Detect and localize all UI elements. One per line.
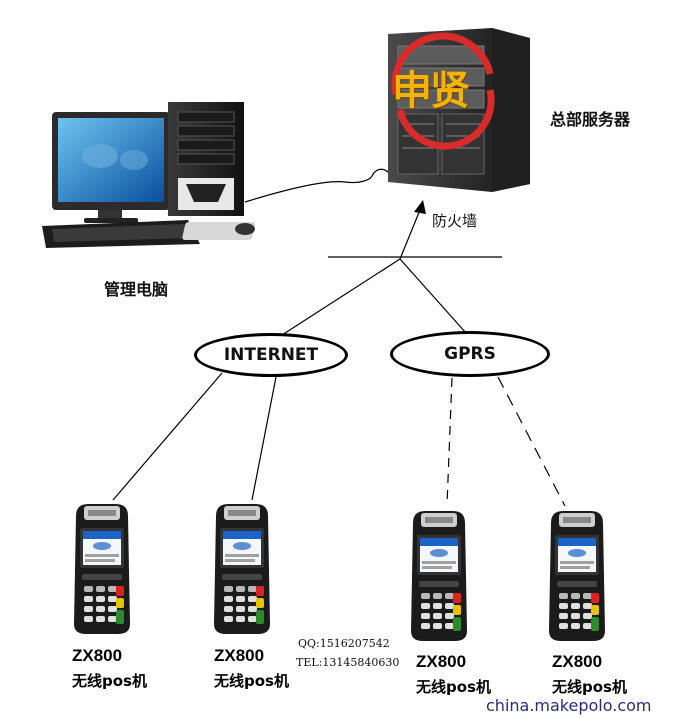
internet-pos2-line: [251, 376, 277, 501]
gprs-pos3-line: [446, 377, 453, 506]
firewall-to-server-line: [399, 209, 421, 260]
pos-device-icon: [210, 500, 274, 642]
admin-pc-label: 管理电脑: [104, 280, 169, 299]
pos-terminal-icon: [74, 504, 130, 634]
contact-tel: TEL:13145840630: [296, 656, 400, 669]
pos-model-3: ZX800: [416, 652, 467, 671]
pos-terminal-icon: [411, 511, 467, 641]
firewall-label: 防火墙: [432, 212, 478, 230]
computer-icon: [42, 102, 256, 248]
junction-internet-line: [281, 258, 401, 336]
pc-server-cable: [244, 168, 393, 203]
watermark: china.makepolo.com: [486, 696, 652, 715]
gprs-label: GPRS: [444, 344, 496, 364]
pos-terminal-3: [407, 507, 471, 649]
contact-qq: QQ:1516207542: [298, 637, 390, 650]
pos-device-icon: [70, 500, 134, 642]
gprs-pos4-line: [497, 376, 566, 507]
pos-terminal-icon: [549, 511, 605, 641]
pos-model-2: ZX800: [214, 646, 265, 665]
pos-model-1: ZX800: [72, 646, 123, 665]
pos-device-icon: [545, 507, 609, 649]
pos-terminal-4: [545, 507, 609, 649]
internet-node: INTERNET: [194, 333, 348, 377]
pos-type-4: 无线pos机: [552, 678, 627, 696]
arrow-head-icon: [414, 200, 426, 214]
pos-terminal-icon: [214, 504, 270, 634]
gprs-node: GPRS: [390, 331, 550, 377]
pos-type-3: 无线pos机: [416, 678, 491, 696]
pos-terminal-1: [70, 500, 134, 642]
pos-device-icon: [407, 507, 471, 649]
admin-computer: [38, 98, 288, 248]
pos-type-2: 无线pos机: [214, 672, 289, 690]
server-icon: [388, 28, 530, 192]
server-label: 总部服务器: [550, 110, 631, 129]
internet-label: INTERNET: [223, 345, 319, 365]
pos-model-4: ZX800: [552, 652, 603, 671]
hq-server: [380, 24, 540, 194]
pos-type-1: 无线pos机: [72, 672, 147, 690]
junction-gprs-line: [399, 258, 467, 334]
server-logo: 申贤: [392, 68, 470, 114]
internet-pos1-line: [112, 372, 223, 501]
pos-terminal-2: [210, 500, 274, 642]
